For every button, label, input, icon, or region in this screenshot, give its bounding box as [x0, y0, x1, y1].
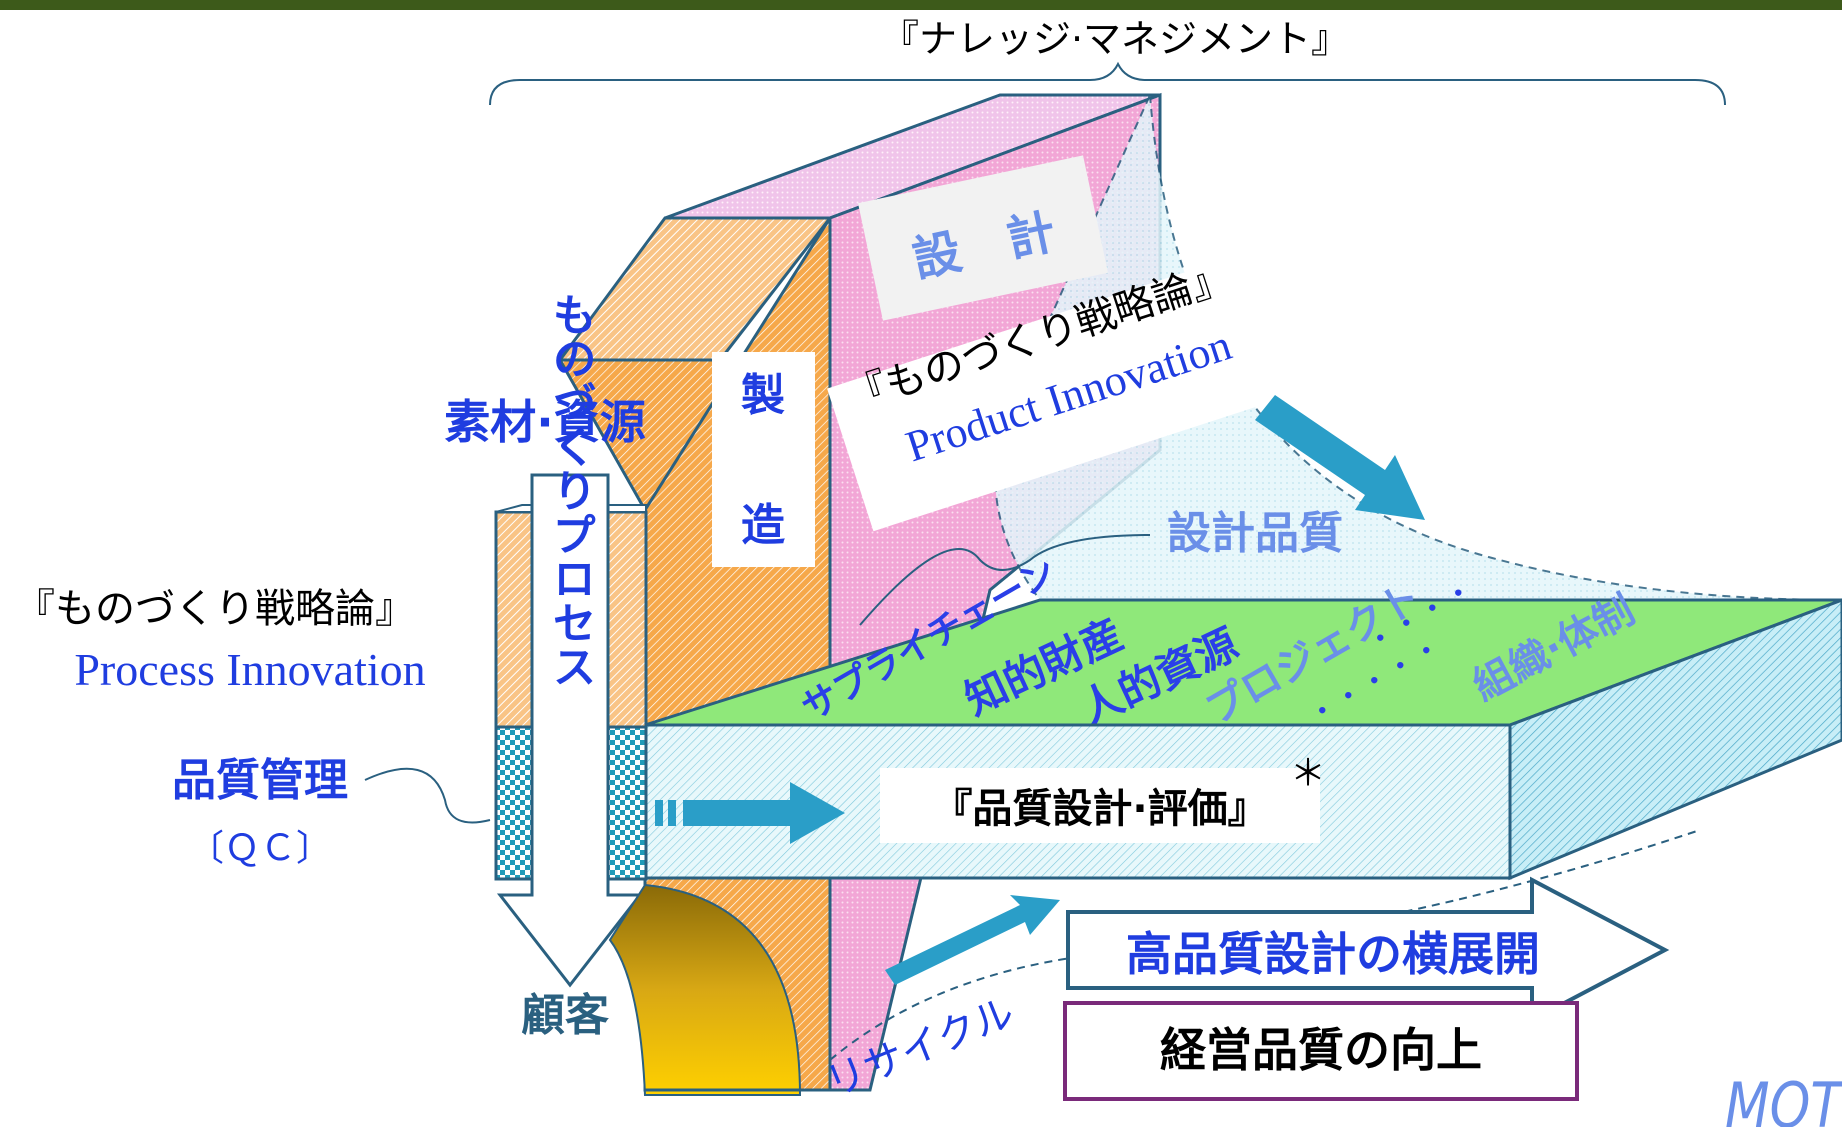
expansion-arrow	[1066, 876, 1670, 1024]
quality-arrow-stub-1	[655, 800, 663, 826]
recycle-arrow	[885, 895, 1060, 985]
header-bar	[0, 0, 1842, 10]
manufacturing-label-bottom: 造	[741, 500, 785, 551]
quality-arrow	[683, 782, 845, 844]
quality-asterisk: ＊	[1290, 753, 1326, 794]
manufacturing-label-box	[712, 352, 815, 567]
process-arrow-label: ものづくりプロセス	[545, 292, 596, 688]
qc-abbr: 〔ＱＣ〕	[188, 828, 332, 869]
process-innovation-label: Process Innovation	[74, 644, 425, 695]
quality-slab-side	[1508, 598, 1842, 881]
product-innovation-box	[827, 258, 1273, 532]
qc-label: 品質管理	[172, 755, 348, 806]
design-quality-leader	[859, 534, 1151, 626]
qc-leader	[364, 767, 491, 824]
manufacturing-label-top: 製	[741, 370, 785, 421]
quality-arrow-stub-2	[668, 800, 676, 826]
material-label: 素材·資源	[444, 395, 645, 449]
management-label: 経営品質の向上	[1160, 1023, 1482, 1077]
page-title: 『ナレッジ·マネジメント』	[881, 17, 1349, 61]
quality-label-box	[880, 768, 1320, 843]
management-box	[1063, 1001, 1579, 1101]
process-arrow	[496, 473, 644, 988]
design-arrow	[1255, 395, 1425, 520]
customer-shape	[608, 883, 802, 1096]
title-brace	[489, 61, 1726, 106]
process-strategy-label: 『ものづくり戦略論』	[15, 586, 415, 632]
corner-mot-label: MOT	[1725, 1069, 1842, 1127]
customer-label: 顧客	[521, 990, 609, 1041]
expansion-label: 高品質設計の横展開	[1126, 927, 1540, 981]
design-quality-label: 設計品質	[1167, 508, 1343, 559]
quality-label: 『品質設計·評価』	[932, 786, 1267, 832]
design-label-box	[858, 155, 1108, 321]
